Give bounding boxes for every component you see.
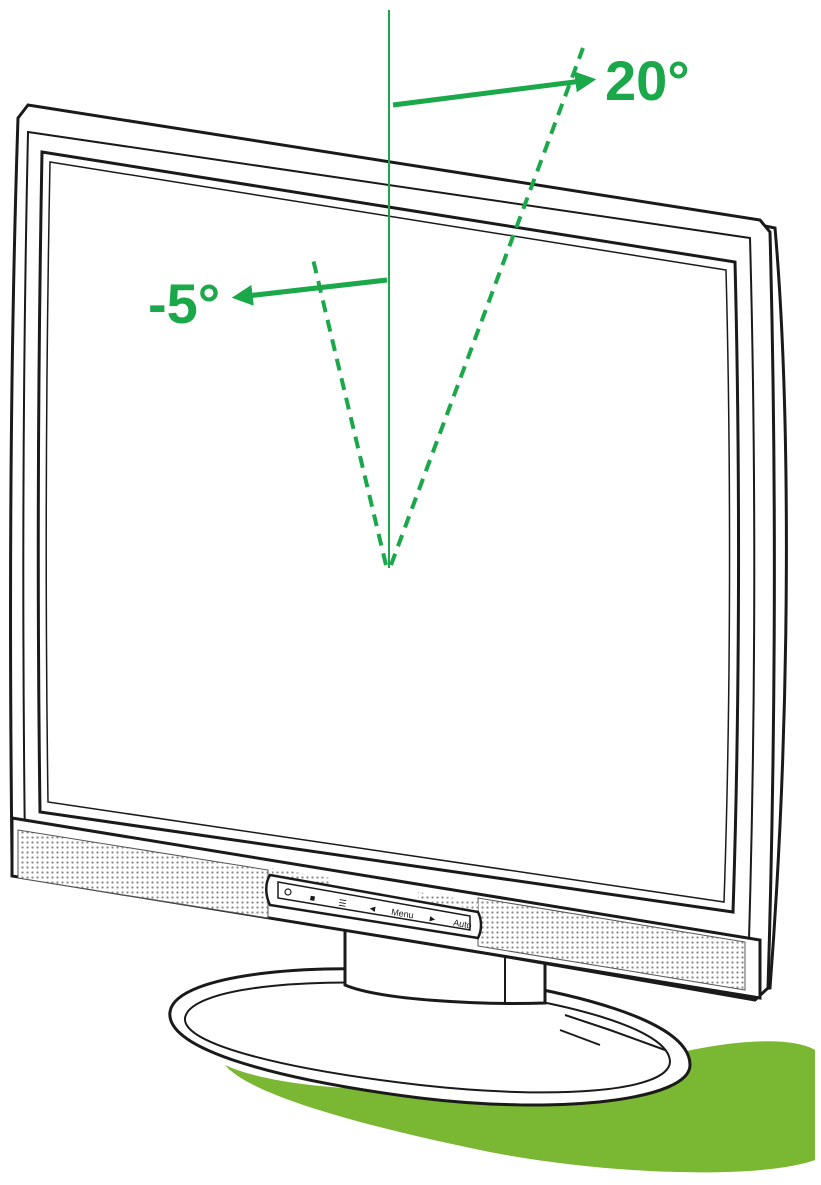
speaker-grille-mid-2 [418, 892, 478, 910]
control-panel: ■ ☰ ◄ Menu ► Auto [265, 873, 483, 940]
tilt-forward-arrow [231, 277, 388, 306]
tilt-back-dashed-line [389, 47, 585, 566]
control-button-3: Menu [391, 907, 415, 921]
control-button-4: ► [427, 913, 437, 924]
control-button-1: ☰ [338, 898, 348, 909]
monitor-screen-inner [45, 161, 731, 903]
control-button-2: ◄ [367, 903, 377, 914]
power-led-icon [284, 888, 292, 896]
control-button-5: Auto [453, 918, 473, 931]
tilt-back-arrow [392, 71, 597, 108]
tilt-forward-label: -5° [148, 272, 220, 335]
monitor-base [168, 967, 692, 1107]
speaker-grille-mid [272, 868, 330, 886]
control-buttons: ■ ☰ ◄ Menu ► Auto [309, 893, 473, 931]
speaker-grille-left [17, 829, 269, 919]
tilt-back-label: 20° [605, 49, 690, 112]
tilt-forward-dashed-line [310, 254, 388, 566]
control-button-0: ■ [309, 893, 316, 904]
